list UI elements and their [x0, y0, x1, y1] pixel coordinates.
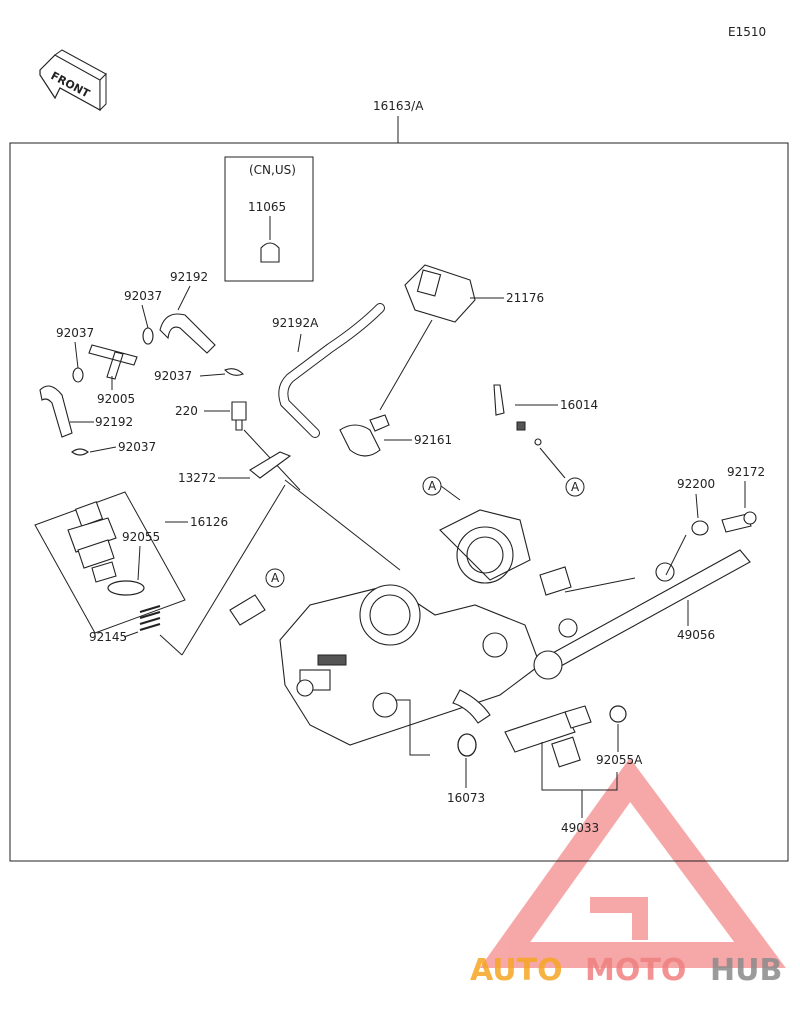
joint-92005: [88, 344, 138, 380]
region-inset-box: [224, 156, 314, 282]
screw-set-16014: [493, 384, 542, 446]
label-16073: 16073: [447, 791, 485, 805]
oring-92055A: [609, 705, 627, 723]
label-92037-c: 92037: [118, 440, 156, 454]
hose-92192-top: [159, 313, 216, 354]
label-92172: 92172: [727, 465, 765, 479]
label-92192-left: 92192: [95, 415, 133, 429]
part-92161: [339, 424, 381, 457]
actuator-16126: [67, 501, 117, 583]
throttle-body: [229, 509, 572, 746]
diagram-code: E1510: [728, 25, 766, 39]
hose-92192A: [279, 304, 384, 437]
fuel-rail-49056: [533, 549, 751, 680]
clamp-92037-d: [224, 368, 244, 376]
label-16126: 16126: [190, 515, 228, 529]
spring-92145: [139, 605, 161, 631]
oring-16073: [457, 733, 477, 757]
clamp-92037-c: [71, 448, 89, 456]
label-21176: 21176: [506, 291, 544, 305]
ref-marker-a-2: A: [422, 476, 442, 496]
watermark-text: AUTO MOTO HUB: [470, 953, 782, 988]
clamp-92037-b: [72, 367, 84, 383]
hose-92192-left: [39, 385, 73, 438]
label-92005: 92005: [97, 392, 135, 406]
sensor-21176: [404, 264, 476, 323]
label-92192-top: 92192: [170, 270, 208, 284]
label-92145: 92145: [89, 630, 127, 644]
label-13272: 13272: [178, 471, 216, 485]
label-16014: 16014: [560, 398, 598, 412]
label-92037-a: 92037: [124, 289, 162, 303]
label-92037-b: 92037: [56, 326, 94, 340]
oring-92055: [107, 580, 145, 596]
ref-marker-a-1: A: [565, 477, 585, 497]
cap-11065: [260, 242, 280, 263]
label-92037-d: 92037: [154, 369, 192, 383]
label-220: 220: [175, 404, 198, 418]
front-arrow-icon: FRONT: [39, 49, 107, 112]
assembly-label: 16163/A: [373, 99, 424, 113]
watermark-auto: AUTO: [470, 953, 563, 988]
clamp-92037-a: [142, 327, 154, 345]
svg-text:A: A: [271, 571, 280, 585]
label-49033: 49033: [561, 821, 599, 835]
assembly-frame: [9, 142, 789, 862]
label-92161: 92161: [414, 433, 452, 447]
label-92055A: 92055A: [596, 753, 643, 767]
svg-text:A: A: [571, 480, 580, 494]
ref-marker-a-3: A: [265, 568, 285, 588]
region-note: (CN,US): [249, 163, 296, 177]
watermark-hub: HUB: [710, 953, 782, 988]
watermark-logo: [479, 757, 786, 968]
svg-text:A: A: [428, 479, 437, 493]
label-11065: 11065: [248, 200, 286, 214]
label-92200: 92200: [677, 477, 715, 491]
label-92192A: 92192A: [272, 316, 319, 330]
screw-220: [231, 401, 247, 431]
watermark-moto: MOTO: [585, 953, 686, 988]
label-49056: 49056: [677, 628, 715, 642]
washer-92200: [691, 520, 709, 536]
bracket-13272: [249, 451, 292, 479]
injector-49033: [504, 705, 592, 768]
label-92055: 92055: [122, 530, 160, 544]
